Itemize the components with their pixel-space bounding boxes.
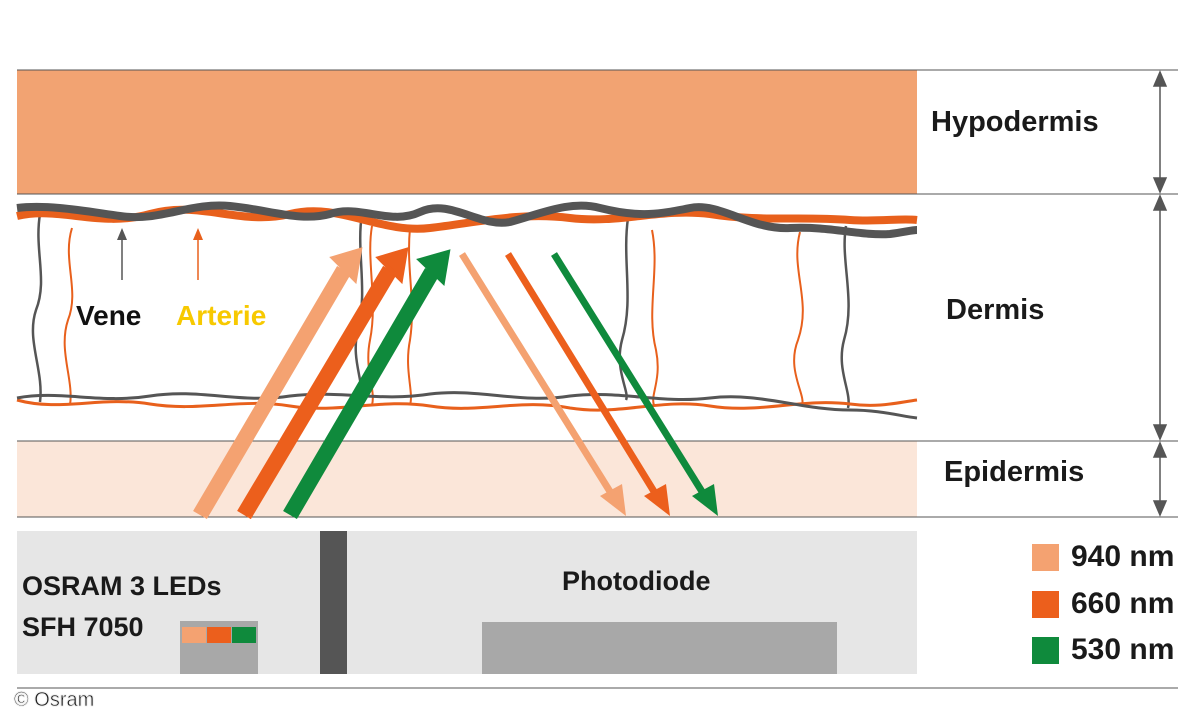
photodiode-chip <box>482 622 837 674</box>
arrow-940-in <box>193 247 363 520</box>
copyright-text: © Osram <box>14 689 95 712</box>
hypodermis-label: Hypodermis <box>931 106 1099 138</box>
arrow-660-out <box>505 252 670 516</box>
legend-swatch-940 <box>1032 543 1059 571</box>
capillaries-vein <box>31 213 850 409</box>
led-model-line1: OSRAM 3 LEDs <box>22 571 222 601</box>
led-model-line2: SFH 7050 <box>22 612 144 642</box>
led-940 <box>182 627 206 643</box>
epidermis-label: Epidermis <box>944 456 1085 488</box>
legend-swatch-530 <box>1032 636 1059 664</box>
arrow-530-in <box>283 249 451 520</box>
led-660 <box>207 627 231 643</box>
dermis-label: Dermis <box>946 294 1045 326</box>
emitted-light-arrows <box>193 247 451 520</box>
top-vein <box>16 201 918 239</box>
legend-item-530: 530 nm <box>1032 630 1174 670</box>
artery-label: Arterie <box>176 300 267 331</box>
arrow-660-in <box>237 247 409 520</box>
arrow-530-out <box>551 252 718 516</box>
legend-label-940: 940 nm <box>1071 540 1175 573</box>
legend-label-530: 530 nm <box>1071 633 1175 666</box>
legend-item-940: 940 nm <box>1032 537 1174 577</box>
reflected-light-arrows <box>459 252 718 516</box>
led-530 <box>232 627 256 643</box>
vein-pointer-head <box>117 228 127 240</box>
legend-swatch-660 <box>1032 590 1059 618</box>
thickness-arrows <box>1152 70 1168 517</box>
separator-bar <box>320 531 347 674</box>
arrow-940-out <box>459 252 626 516</box>
capillaries-artery <box>63 225 804 406</box>
layer-boundaries <box>17 69 1178 689</box>
artery-pointer-head <box>193 228 203 240</box>
photodiode-label: Photodiode <box>562 566 711 596</box>
vein-label: Vene <box>76 300 142 331</box>
bottom-vein <box>16 391 918 420</box>
legend-label-660: 660 nm <box>1071 587 1175 620</box>
epidermis-layer <box>17 441 917 517</box>
hypodermis-layer <box>17 70 917 194</box>
legend-item-660: 660 nm <box>1032 584 1174 624</box>
